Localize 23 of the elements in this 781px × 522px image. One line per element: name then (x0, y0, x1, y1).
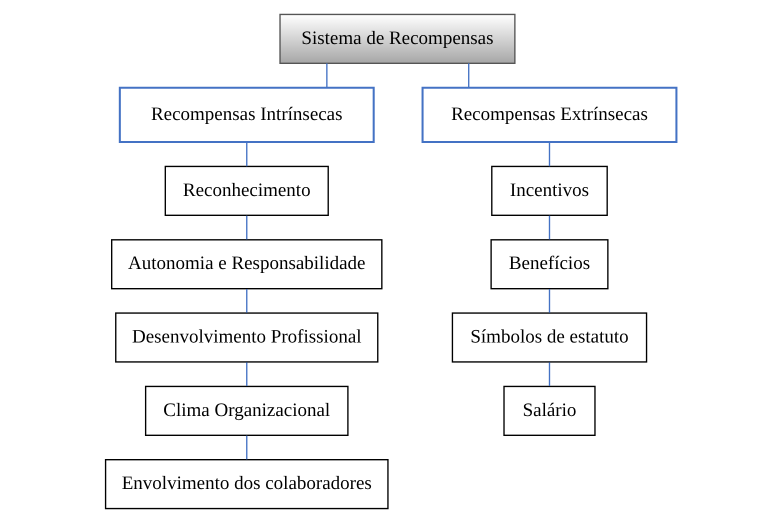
node-box: Clima Organizacional (144, 385, 348, 436)
connector (326, 62, 328, 87)
node-box: Desenvolvimento Profissional (114, 312, 378, 362)
node-box: Reconhecimento (164, 165, 328, 216)
node-box: Envolvimento dos colaboradores (104, 458, 388, 509)
connector (246, 288, 247, 312)
node-box: Símbolos de estatuto (451, 312, 647, 362)
node-box: Salário (502, 385, 596, 436)
connector (548, 288, 550, 312)
connector (468, 62, 469, 87)
node-box: Incentivos (490, 165, 608, 216)
node-box: Autonomia e Responsabilidade (110, 238, 382, 289)
connector (548, 142, 550, 166)
connector (246, 435, 247, 459)
node-box: Sistema de Recompensas (278, 13, 516, 64)
connector (246, 362, 247, 386)
node-box: Recompensas Extrínsecas (421, 86, 677, 143)
node-box: Recompensas Intrínsecas (118, 86, 374, 143)
node-box: Benefícios (490, 238, 608, 289)
connector (548, 362, 550, 386)
connector (548, 215, 550, 239)
connector (246, 215, 247, 239)
connector (246, 142, 247, 166)
